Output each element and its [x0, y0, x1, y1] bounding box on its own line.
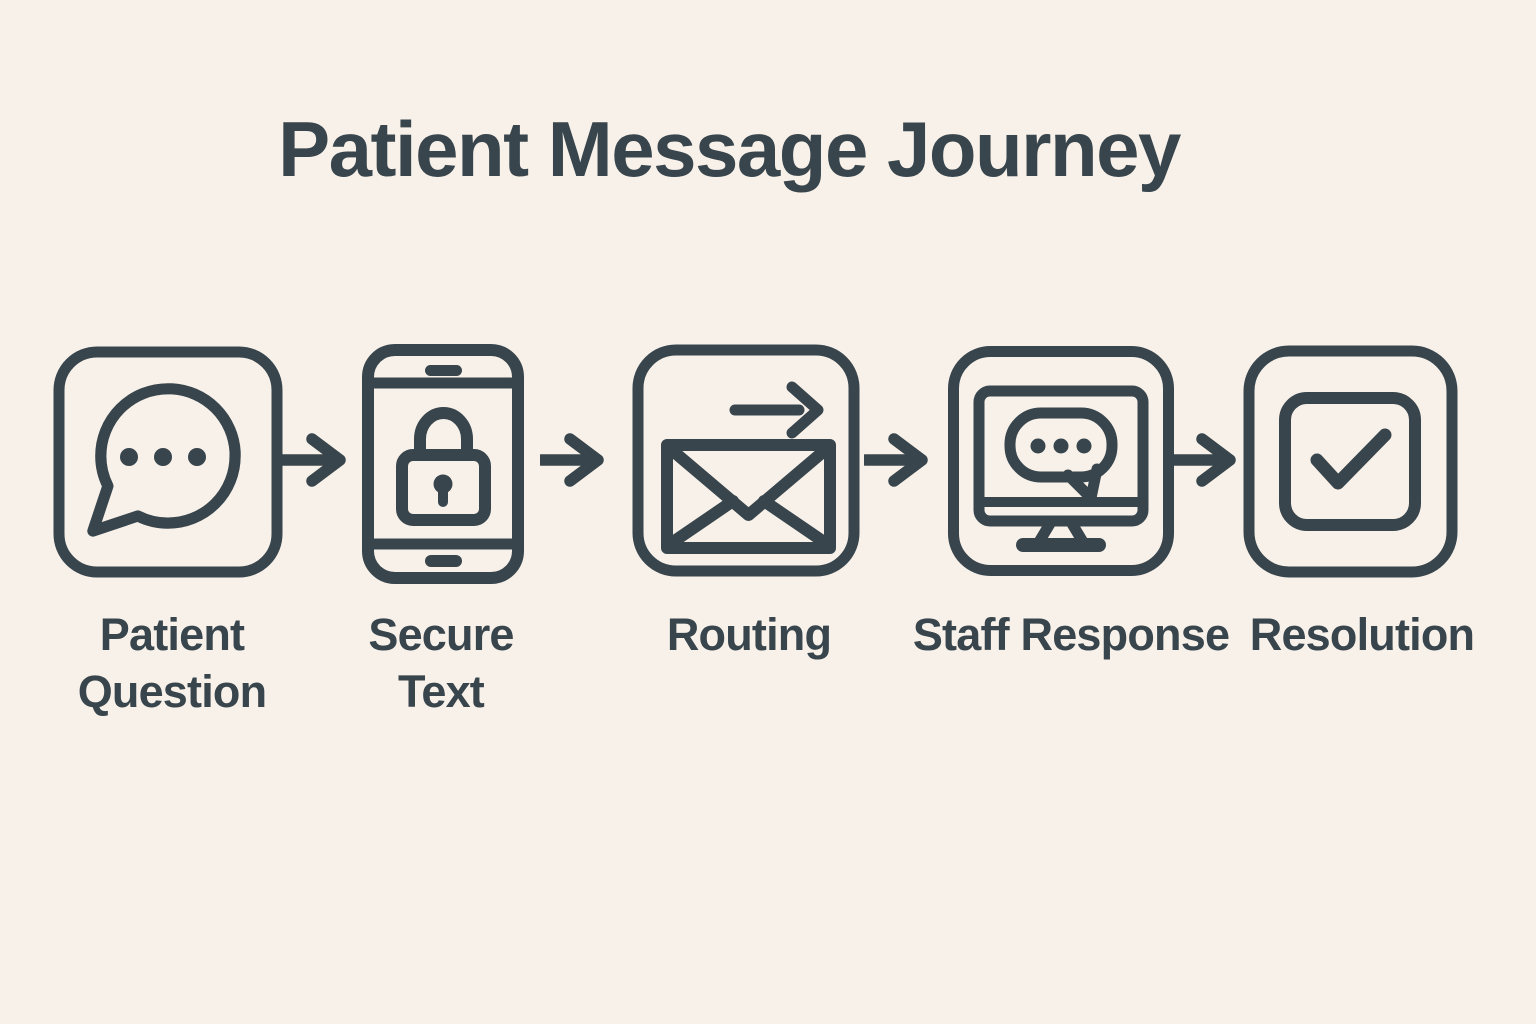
step-label-routing: Routing	[666, 609, 832, 660]
envelope-send-icon	[632, 344, 860, 577]
chat-bubble-dots-icon	[53, 346, 283, 578]
flow-arrow-icon	[1167, 432, 1238, 488]
checkbox-checked-icon	[1243, 345, 1458, 578]
step-label-staff-response: Staff Response	[912, 609, 1230, 660]
page-title: Patient Message Journey	[278, 105, 1181, 193]
flow-arrow-icon	[859, 432, 930, 488]
flow-arrow-icon	[535, 432, 606, 488]
smartphone-lock-icon	[362, 344, 524, 584]
step-label-patient-question: Patient Question	[77, 609, 267, 717]
step-label-resolution: Resolution	[1249, 609, 1475, 660]
flow-arrow-icon	[277, 432, 348, 488]
monitor-chat-icon	[948, 346, 1174, 576]
step-label-secure-text: Secure Text	[368, 609, 514, 717]
